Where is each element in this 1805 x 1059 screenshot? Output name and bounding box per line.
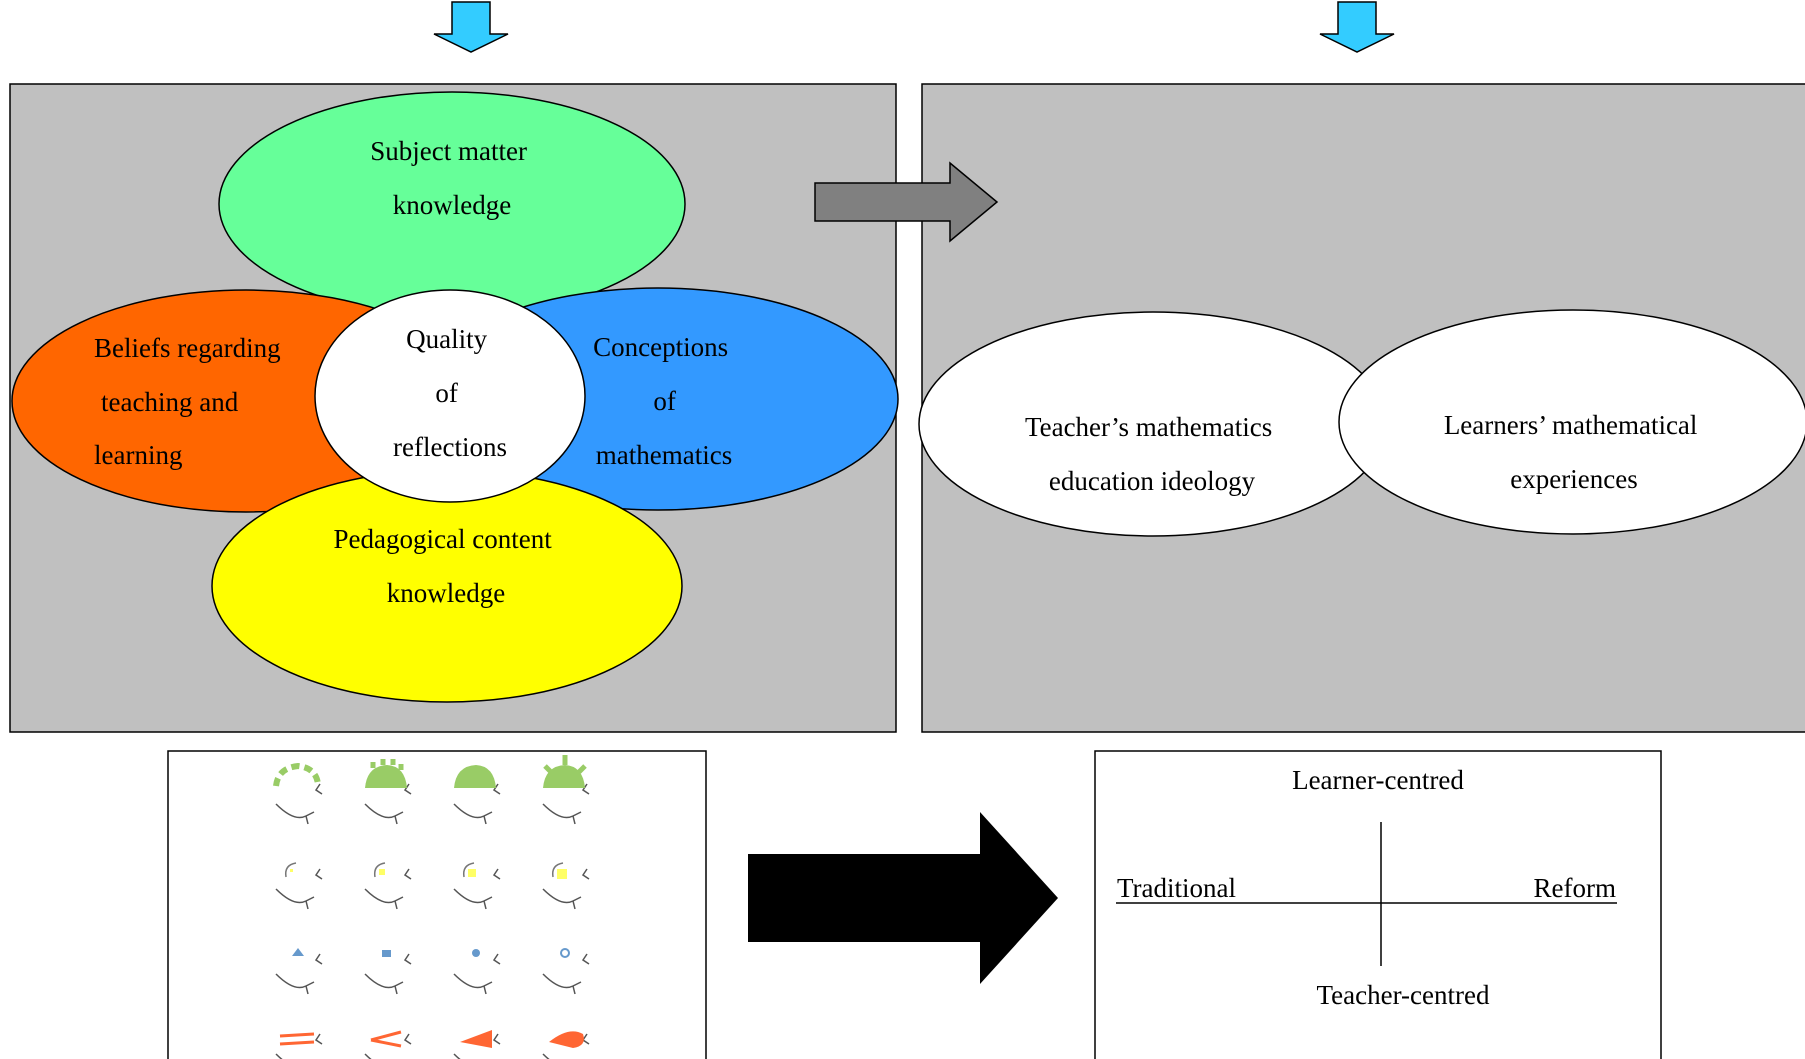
- head-icon: [364, 759, 412, 825]
- quadrant-left-label: Traditional: [1117, 873, 1236, 903]
- gray-arrow: [814, 161, 999, 243]
- heads-grid: [273, 755, 590, 1059]
- head-icon: [453, 765, 501, 825]
- head-icon: [542, 1031, 590, 1059]
- down-arrow-left: [433, 1, 509, 53]
- head-icon: [542, 948, 590, 995]
- quadrant-right-label: Reform: [1534, 873, 1616, 903]
- head-icon: [453, 1030, 501, 1059]
- head-icon: [364, 862, 412, 910]
- head-icon: [364, 950, 412, 995]
- petal-left-text: Beliefs regarding teaching and learning: [94, 333, 287, 470]
- down-arrow-right: [1319, 1, 1395, 53]
- heads-box: [167, 750, 707, 1059]
- head-icon: [453, 949, 501, 995]
- head-icon: [275, 862, 323, 910]
- ellipse-learners-text: Learners’ mathematical experiences: [1444, 410, 1704, 494]
- head-icon: [364, 1030, 412, 1059]
- head-icon: [542, 862, 590, 910]
- petal-center: [314, 289, 586, 503]
- petal-bottom-text: Pedagogical content knowledge: [334, 524, 559, 608]
- head-icon: [275, 948, 323, 995]
- head-icon: [542, 755, 590, 825]
- head-icon: [453, 862, 501, 910]
- quadrant-box: [1094, 750, 1662, 1059]
- ellipse-learners: [1338, 309, 1805, 535]
- petal-center-text: Quality of reflections: [393, 324, 507, 462]
- ellipse-teacher-text: Teacher’s mathematics education ideology: [1025, 412, 1279, 496]
- quadrant-bottom-label: Teacher-centred: [1317, 980, 1490, 1010]
- black-arrow: [748, 812, 1058, 984]
- quadrant-top-label: Learner-centred: [1292, 765, 1464, 795]
- petal-right-text: Conceptions of mathematics: [593, 332, 735, 470]
- petal-top-text: Subject matter knowledge: [370, 136, 533, 220]
- head-icon: [273, 762, 323, 825]
- head-icon: [275, 1032, 323, 1059]
